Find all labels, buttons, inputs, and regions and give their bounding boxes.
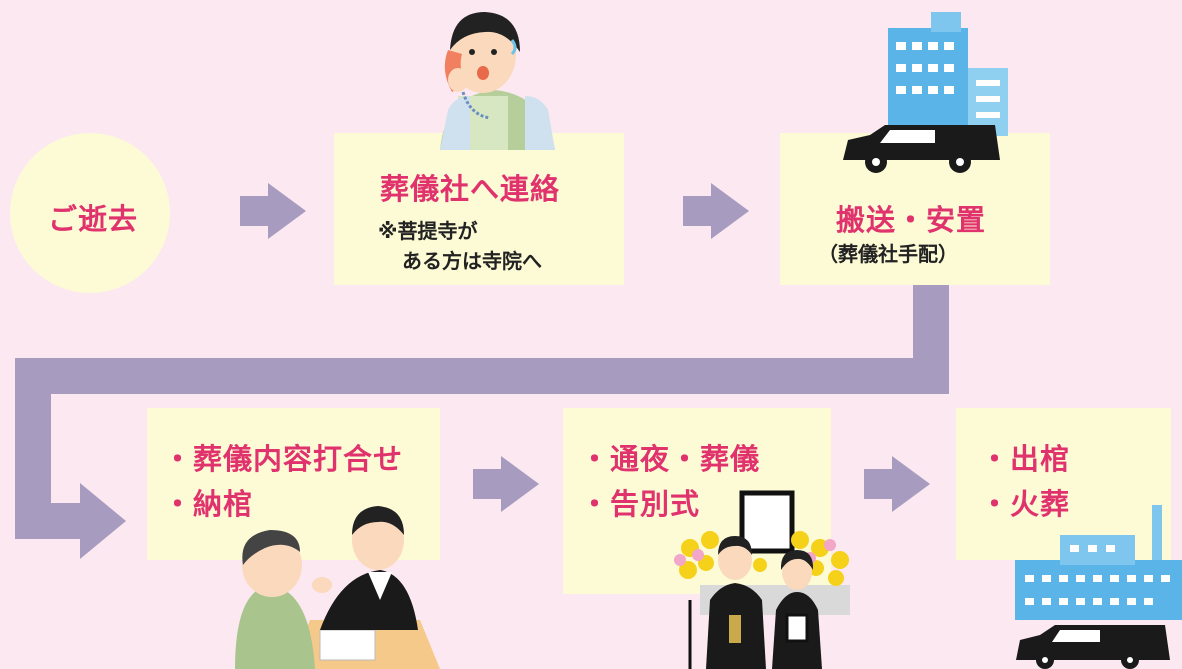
step-meeting-line1: ・葬儀内容打合せ [163, 442, 404, 476]
step-cremation-line2: ・火葬 [980, 487, 1071, 521]
arrow-ceremony-to-cremation [864, 456, 930, 512]
connector-arrow-head [80, 483, 126, 559]
step-ceremony-line2: ・告別式 [580, 487, 701, 521]
step-death-circle [10, 133, 170, 293]
arrow-contact-to-transport [683, 183, 749, 239]
step-cremation-box [956, 408, 1171, 560]
building-hearse-illustration [843, 12, 1008, 173]
step-ceremony-line1: ・通夜・葬儀 [580, 442, 761, 476]
step-cremation-line1: ・出棺 [980, 442, 1071, 476]
meeting-illustration [235, 506, 440, 669]
step-death-label: ご逝去 [48, 202, 139, 236]
step-contact-note-1: ※菩提寺が [378, 219, 478, 243]
phone-person-illustration [440, 12, 555, 150]
connector-line [15, 285, 949, 539]
crematorium-hearse-illustration [1015, 505, 1182, 669]
arrow-meeting-to-ceremony [473, 456, 539, 512]
step-contact-note-2: ある方は寺院へ [402, 249, 542, 273]
arrow-death-to-contact [240, 183, 306, 239]
step-transport-sub: （葬儀社手配） [818, 242, 958, 266]
funeral-altar-illustration [674, 490, 850, 669]
step-contact-box [334, 133, 624, 285]
step-meeting-line2: ・納棺 [163, 487, 254, 521]
step-transport-title: 搬送・安置 [836, 203, 987, 237]
step-contact-title: 葬儀社へ連絡 [380, 172, 561, 206]
